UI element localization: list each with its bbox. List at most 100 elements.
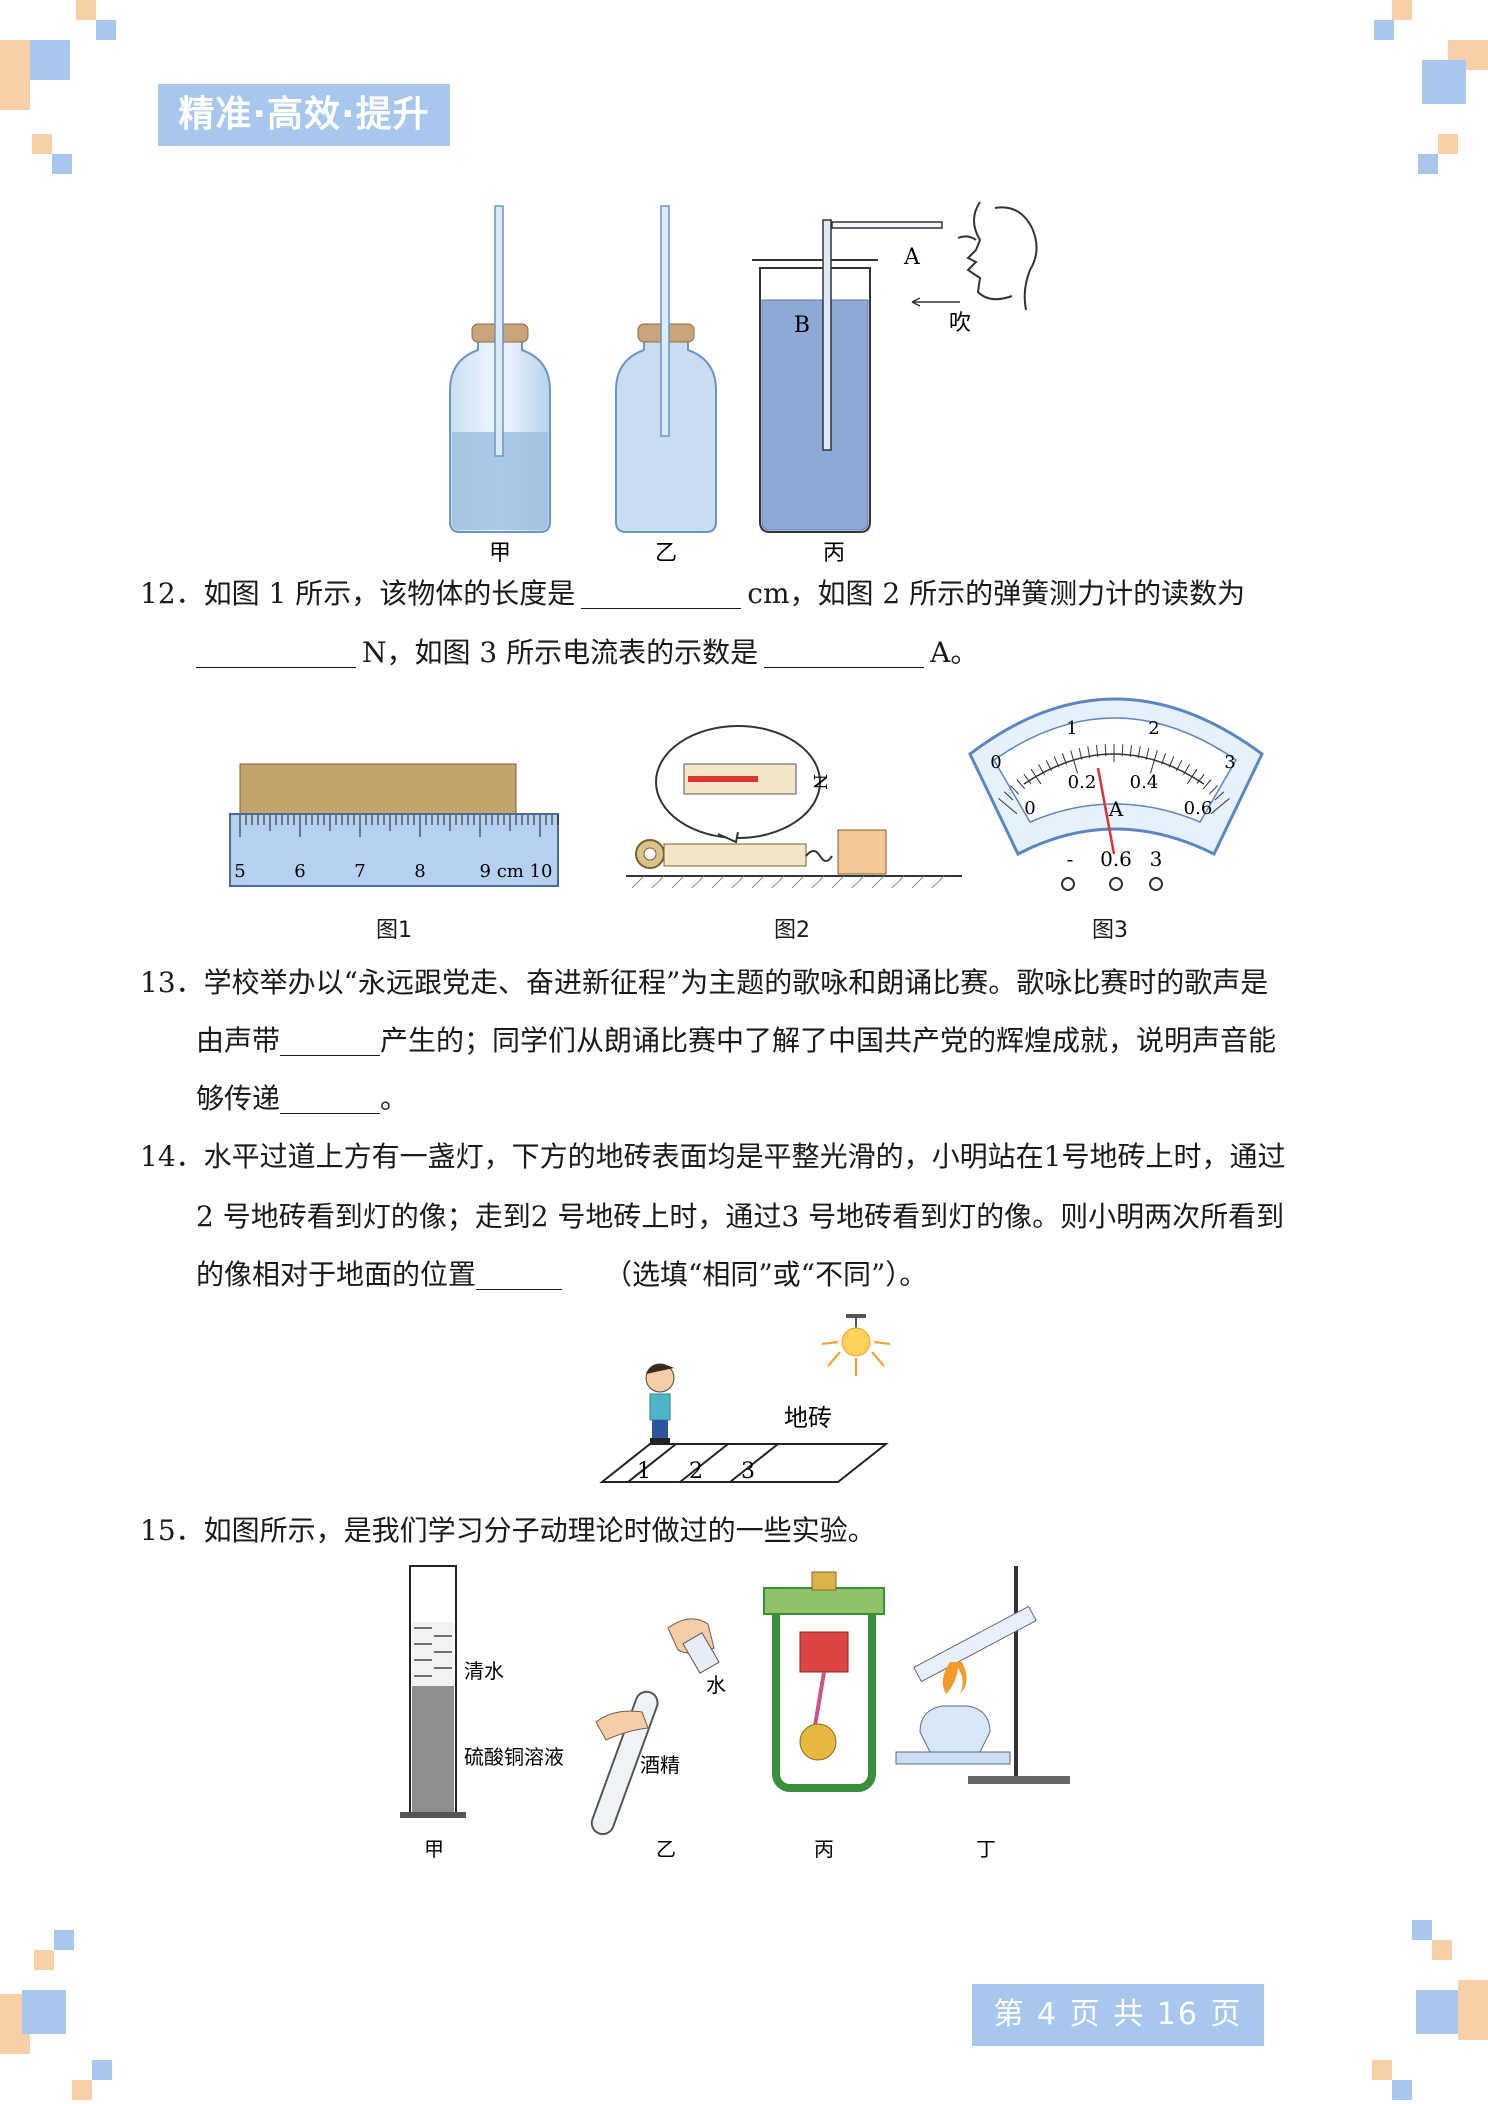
ammeter-tick <box>1053 756 1060 768</box>
tile-label-1: 1 <box>637 1459 651 1484</box>
question-13: 13．学校举办以“永远跟党走、奋进新征程”为主题的歌咏和朗诵比赛。歌咏比赛时的歌… <box>140 954 1268 1012</box>
ammeter-tick <box>1078 747 1083 760</box>
answer-blank-image-position[interactable] <box>476 1259 563 1290</box>
caption-yi: 乙 <box>655 541 677 566</box>
question-number: 15． <box>140 1514 204 1547</box>
bottle-jia <box>449 205 551 533</box>
ruler-tick-label: 8 <box>414 861 425 882</box>
burner-stand <box>895 1566 1070 1784</box>
page-number-badge: 第 4 页 共 16 页 <box>972 1984 1264 2046</box>
q15-text: 如图所示，是我们学习分子动理论时做过的一些实验。 <box>203 1514 876 1547</box>
ammeter-top-label: 0 <box>990 752 1001 773</box>
figure-corridor-tiles: 1 2 3 地砖 <box>599 1314 891 1484</box>
face-blowing <box>957 201 1038 311</box>
q13-text-3: 产生的；同学们从朗诵比赛中了解了中国共产党的辉煌成就，说明声音能 <box>380 1024 1277 1057</box>
ammeter-tick <box>1104 744 1107 757</box>
ammeter-tick <box>1202 779 1212 790</box>
label-clear-water: 清水 <box>464 1659 504 1683</box>
graduated-cylinder <box>400 1565 466 1818</box>
caption-figure-1: 图1 <box>376 918 412 943</box>
question-number: 12． <box>140 577 204 610</box>
header-banner: 精准·高效·提升 <box>158 84 450 146</box>
boy-icon <box>645 1363 675 1444</box>
ammeter-tick <box>1023 773 1032 785</box>
terminal-label: 0.6 <box>1100 847 1132 871</box>
caption-ding: 丁 <box>976 1837 996 1861</box>
q14-text-1: 水平过道上方有一盏灯，下方的地砖表面均是平整光滑的，小明站在1号地砖上时，通过 <box>203 1140 1286 1173</box>
figure-2-spring-scale: N <box>626 725 962 889</box>
figure-diffusion-experiments: 清水 硫酸铜溶液 水 酒精 甲 乙 丙 丁 <box>400 1565 1070 1861</box>
q13-text-1: 学校举办以“永远跟党走、奋进新征程”为主题的歌咏和朗诵比赛。歌咏比赛时的歌声是 <box>203 966 1269 999</box>
caption-jia: 甲 <box>424 1837 444 1861</box>
question-13-line-2: 由声带 产生的；同学们从朗诵比赛中了解了中国共产党的辉煌成就，说明声音能 <box>196 1012 1276 1070</box>
question-12: 12．如图 1 所示，该物体的长度是 cm，如图 2 所示的弹簧测力计的读数为 <box>140 565 1245 623</box>
beaker-bing <box>752 219 943 533</box>
question-15: 15．如图所示，是我们学习分子动理论时做过的一些实验。 <box>140 1502 876 1560</box>
answer-blank-force[interactable] <box>196 637 356 668</box>
ammeter-tick <box>1070 750 1079 774</box>
answer-blank-length[interactable] <box>581 578 742 609</box>
bottle-yi <box>615 205 717 533</box>
q12-text-2: cm，如图 2 所示的弹簧测力计的读数为 <box>747 577 1246 610</box>
ammeter-tick <box>1208 785 1218 795</box>
caption-figure-3: 图3 <box>1092 918 1128 943</box>
ammeter-unit: A <box>1108 797 1124 821</box>
ammeter-tick <box>1210 798 1230 815</box>
answer-blank-sound-source[interactable] <box>280 1025 381 1056</box>
caption-yi: 乙 <box>656 1837 676 1861</box>
q14-text-2: 2 号地砖看到灯的像；走到2 号地砖上时，通过3 号地砖看到灯的像。则小明两次所… <box>196 1200 1285 1233</box>
tile-label-3: 3 <box>741 1459 755 1484</box>
q13-text-5: 。 <box>380 1082 409 1115</box>
ammeter-tick <box>1186 768 1198 785</box>
figure-1-ruler: 5 6 7 8 9 cm 10 <box>229 763 559 887</box>
q13-text-2: 由声带 <box>196 1024 281 1057</box>
ruler-tick-label: 5 <box>234 861 245 882</box>
ammeter-tick <box>1016 779 1026 790</box>
ammeter-tick <box>1038 764 1045 776</box>
tile-label-2: 2 <box>689 1459 703 1484</box>
answer-blank-sound-carries[interactable] <box>280 1083 381 1114</box>
ammeter-top-label: 1 <box>1066 718 1077 739</box>
ammeter-tick <box>1010 785 1020 795</box>
label-copper-sulfate: 硫酸铜溶液 <box>464 1745 564 1769</box>
terminal-label: 3 <box>1150 847 1163 871</box>
q12-text-4: A。 <box>930 636 979 669</box>
ammeter-tick <box>1149 750 1158 774</box>
q13-text-4: 够传递 <box>196 1082 281 1115</box>
ammeter-tick <box>1183 764 1190 776</box>
label-alcohol: 酒精 <box>640 1753 680 1777</box>
ruler-tick-label: 9 cm 10 <box>480 861 553 882</box>
question-number: 14． <box>140 1140 204 1173</box>
ammeter-tick <box>1087 746 1091 759</box>
ammeter-tick <box>1175 759 1183 772</box>
ammeter-tick <box>1121 744 1124 757</box>
test-tube-hands <box>590 1618 720 1836</box>
caption-bing: 丙 <box>823 541 845 566</box>
scale-unit-n: N <box>809 774 830 790</box>
caption-figure-2: 图2 <box>774 918 810 943</box>
ammeter-tick <box>1061 753 1067 765</box>
ruler-tick-label: 6 <box>294 861 305 882</box>
q14-text-4: （选填“相同”或“不同”）。 <box>604 1258 928 1291</box>
question-14-line-2: 2 号地砖看到灯的像；走到2 号地砖上时，通过3 号地砖看到灯的像。则小明两次所… <box>196 1188 1284 1246</box>
answer-blank-current[interactable] <box>764 637 925 668</box>
q12-text-1: 如图 1 所示，该物体的长度是 <box>203 577 576 610</box>
question-14: 14．水平过道上方有一盏灯，下方的地砖表面均是平整光滑的，小明站在1号地砖上时，… <box>140 1128 1285 1186</box>
label-b: B <box>794 313 810 338</box>
label-water: 水 <box>706 1673 726 1697</box>
ammeter-tick <box>1095 744 1099 758</box>
caption-bing: 丙 <box>814 1837 834 1861</box>
terminal-label: - <box>1067 847 1074 871</box>
ammeter-top-label: 3 <box>1224 752 1235 773</box>
ammeter-tick <box>1196 773 1205 785</box>
label-a: A <box>903 245 921 270</box>
caption-jia: 甲 <box>489 541 511 566</box>
ammeter-bottom-label: 0.4 <box>1130 772 1159 793</box>
ammeter-bottom-label: 0.2 <box>1068 772 1097 793</box>
ammeter-tick <box>1145 747 1150 760</box>
ammeter-tick <box>1045 759 1053 772</box>
q14-text-3: 的像相对于地面的位置 <box>196 1258 477 1291</box>
ammeter-tick <box>998 798 1018 815</box>
ammeter-tick <box>1129 744 1133 758</box>
